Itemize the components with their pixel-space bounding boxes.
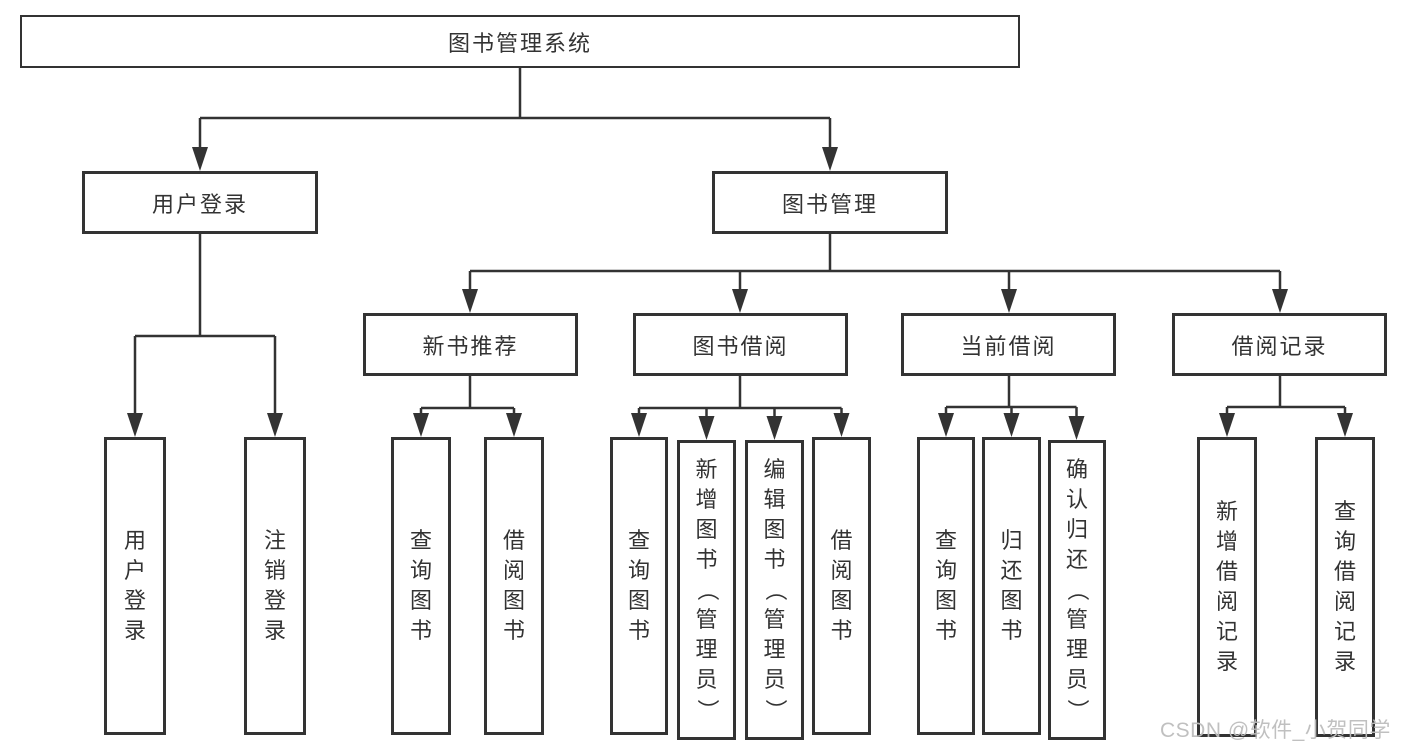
leaf-label: 新增借阅记录 <box>1215 499 1238 674</box>
leaf-label: 确认归还（管理员） <box>1065 457 1090 722</box>
leaf-search-books-borrowing: 查询图书 <box>610 437 668 735</box>
leaf-borrow-books-borrowing: 借阅图书 <box>812 437 871 735</box>
node-label: 图书管理系统 <box>447 30 592 56</box>
leaf-label: 用户登录 <box>123 528 146 643</box>
leaf-label: 借阅图书 <box>830 528 853 643</box>
leaf-label: 注销登录 <box>263 528 286 643</box>
leaf-search-books-current: 查询图书 <box>917 437 975 735</box>
node-label: 借阅记录 <box>1231 333 1328 359</box>
leaf-add-book-admin: 新增图书（管理员） <box>677 440 736 740</box>
leaf-label: 查询图书 <box>627 528 650 643</box>
node-user-login: 用户登录 <box>82 171 318 234</box>
leaf-add-borrow-record: 新增借阅记录 <box>1197 437 1257 737</box>
leaf-label: 新增图书（管理员） <box>694 457 720 722</box>
leaf-logout: 注销登录 <box>244 437 306 735</box>
node-borrowing-records: 借阅记录 <box>1172 313 1387 376</box>
leaf-label: 查询图书 <box>409 528 432 643</box>
node-label: 图书借阅 <box>692 333 789 359</box>
leaf-search-books-recommend: 查询图书 <box>391 437 451 735</box>
node-current-borrowing: 当前借阅 <box>901 313 1116 376</box>
leaf-edit-book-admin: 编辑图书（管理员） <box>745 440 804 740</box>
node-label: 当前借阅 <box>960 333 1057 359</box>
watermark: CSDN @软件_小贺同学 <box>1160 719 1391 742</box>
leaf-borrow-books-recommend: 借阅图书 <box>484 437 544 735</box>
leaf-return-books: 归还图书 <box>982 437 1041 735</box>
leaf-confirm-return-admin: 确认归还（管理员） <box>1048 440 1106 740</box>
leaf-label: 编辑图书（管理员） <box>762 457 788 722</box>
node-book-management: 图书管理 <box>712 171 948 234</box>
leaf-user-login: 用户登录 <box>104 437 166 735</box>
leaf-label: 查询借阅记录 <box>1333 499 1356 674</box>
leaf-label: 归还图书 <box>1000 528 1023 643</box>
node-label: 用户登录 <box>151 191 248 217</box>
leaf-label: 借阅图书 <box>502 528 525 643</box>
leaf-label: 查询图书 <box>934 528 957 643</box>
node-label: 新书推荐 <box>422 333 519 359</box>
node-library-management-system: 图书管理系统 <box>20 15 1020 68</box>
node-label: 图书管理 <box>781 191 878 217</box>
node-book-borrowing: 图书借阅 <box>633 313 848 376</box>
leaf-search-borrow-record: 查询借阅记录 <box>1315 437 1375 737</box>
node-new-book-recommendation: 新书推荐 <box>363 313 578 376</box>
